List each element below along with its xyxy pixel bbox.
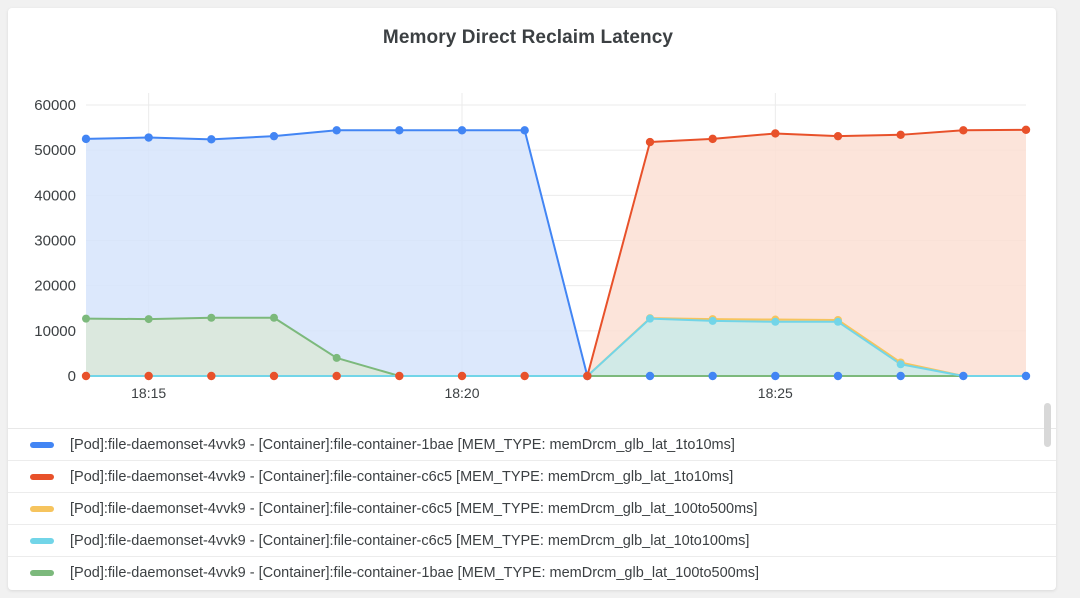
data-point[interactable] xyxy=(81,371,91,381)
data-point[interactable] xyxy=(144,133,153,142)
y-axis-tick-label: 10000 xyxy=(34,323,76,340)
legend-item-label: [Pod]:file-daemonset-4vvk9 - [Container]… xyxy=(70,436,735,453)
legend-color-swatch xyxy=(30,505,54,512)
data-point[interactable] xyxy=(457,126,467,135)
data-point[interactable] xyxy=(583,371,592,381)
data-point[interactable] xyxy=(395,126,404,135)
legend-item[interactable]: [Pod]:file-daemonset-4vvk9 - [Container]… xyxy=(8,492,1056,524)
data-point[interactable] xyxy=(144,315,153,324)
data-point[interactable] xyxy=(645,371,655,381)
series-area xyxy=(86,318,1026,376)
series-line[interactable] xyxy=(86,317,1026,377)
y-axis-tick-label: 60000 xyxy=(34,97,76,114)
plot-area[interactable]: 0 10000 20000 30000 40000 50000 60000 18:15 18:2… xyxy=(8,88,1056,398)
data-point[interactable] xyxy=(834,317,842,326)
data-point[interactable] xyxy=(207,313,216,322)
legend-item-label: [Pod]:file-daemonset-4vvk9 - [Container]… xyxy=(70,564,760,581)
data-point[interactable] xyxy=(646,314,654,323)
data-point[interactable] xyxy=(332,353,341,362)
chart-svg[interactable]: 0 10000 20000 30000 40000 50000 60000 18:15 18:2… xyxy=(8,88,1056,398)
legend-item[interactable]: [Pod]:file-daemonset-4vvk9 - [Container]… xyxy=(8,428,1056,460)
series-area xyxy=(86,317,1026,376)
legend-item-label: [Pod]:file-daemonset-4vvk9 - [Container]… xyxy=(70,500,758,517)
y-axis-tick-label: 20000 xyxy=(34,278,76,295)
data-point[interactable] xyxy=(833,371,843,381)
page-title: Memory Direct Reclaim Latency xyxy=(382,27,674,48)
legend-item-label: [Pod]:file-daemonset-4vvk9 - [Container]… xyxy=(70,468,734,485)
data-point[interactable] xyxy=(269,131,279,141)
chart-legend[interactable]: [Pod]:file-daemonset-4vvk9 - [Container]… xyxy=(8,428,1056,590)
x-axis-tick-label: 18:15 xyxy=(131,385,166,398)
legend-scrollbar-track[interactable] xyxy=(1044,8,1054,590)
data-point[interactable] xyxy=(771,317,780,326)
data-point[interactable] xyxy=(457,371,467,381)
data-point[interactable] xyxy=(645,137,655,147)
legend-color-swatch xyxy=(30,537,54,544)
legend-scrollbar-thumb[interactable] xyxy=(1044,403,1051,447)
data-point[interactable] xyxy=(395,371,404,381)
data-point[interactable] xyxy=(959,126,968,135)
data-point[interactable] xyxy=(270,313,278,322)
data-point[interactable] xyxy=(1021,371,1031,381)
legend-item[interactable]: [Pod]:file-daemonset-4vvk9 - [Container]… xyxy=(8,460,1056,492)
data-point[interactable] xyxy=(708,316,717,325)
legend-item-label: [Pod]:file-daemonset-4vvk9 - [Container]… xyxy=(70,532,750,549)
data-point[interactable] xyxy=(332,126,341,135)
y-axis-tick-label: 40000 xyxy=(34,187,76,204)
x-axis-tick-label: 18:20 xyxy=(444,385,479,398)
data-point[interactable] xyxy=(1021,125,1031,135)
y-axis-tick-label: 30000 xyxy=(34,233,76,250)
data-point[interactable] xyxy=(207,371,216,381)
legend-color-swatch xyxy=(30,569,54,576)
data-point[interactable] xyxy=(520,126,529,135)
legend-item[interactable]: [Pod]:file-daemonset-4vvk9 - [Container]… xyxy=(8,556,1056,588)
legend-color-swatch xyxy=(30,441,54,448)
legend-item[interactable]: [Pod]:file-daemonset-4vvk9 - [Container]… xyxy=(8,524,1056,556)
data-point[interactable] xyxy=(896,371,905,381)
data-point[interactable] xyxy=(269,371,279,381)
data-point[interactable] xyxy=(144,371,153,381)
data-point[interactable] xyxy=(896,360,905,369)
y-axis-tick-label: 0 xyxy=(68,368,76,385)
data-point[interactable] xyxy=(771,129,780,138)
data-point[interactable] xyxy=(833,131,843,141)
data-point[interactable] xyxy=(81,134,91,144)
data-point[interactable] xyxy=(207,135,216,144)
x-axis-tick-label: 18:25 xyxy=(758,385,793,398)
data-point[interactable] xyxy=(708,371,717,381)
legend-color-swatch xyxy=(30,473,54,480)
data-point[interactable] xyxy=(896,130,905,140)
y-axis-tick-label: 50000 xyxy=(34,142,76,159)
data-point[interactable] xyxy=(771,371,780,381)
series-area xyxy=(86,129,1026,376)
data-point[interactable] xyxy=(82,314,90,323)
data-point[interactable] xyxy=(708,134,717,144)
data-point[interactable] xyxy=(959,371,968,381)
data-point[interactable] xyxy=(520,371,529,381)
chart-card: Memory Direct Reclaim Latency 0 10000 2000… xyxy=(8,8,1056,590)
data-point[interactable] xyxy=(332,371,341,381)
